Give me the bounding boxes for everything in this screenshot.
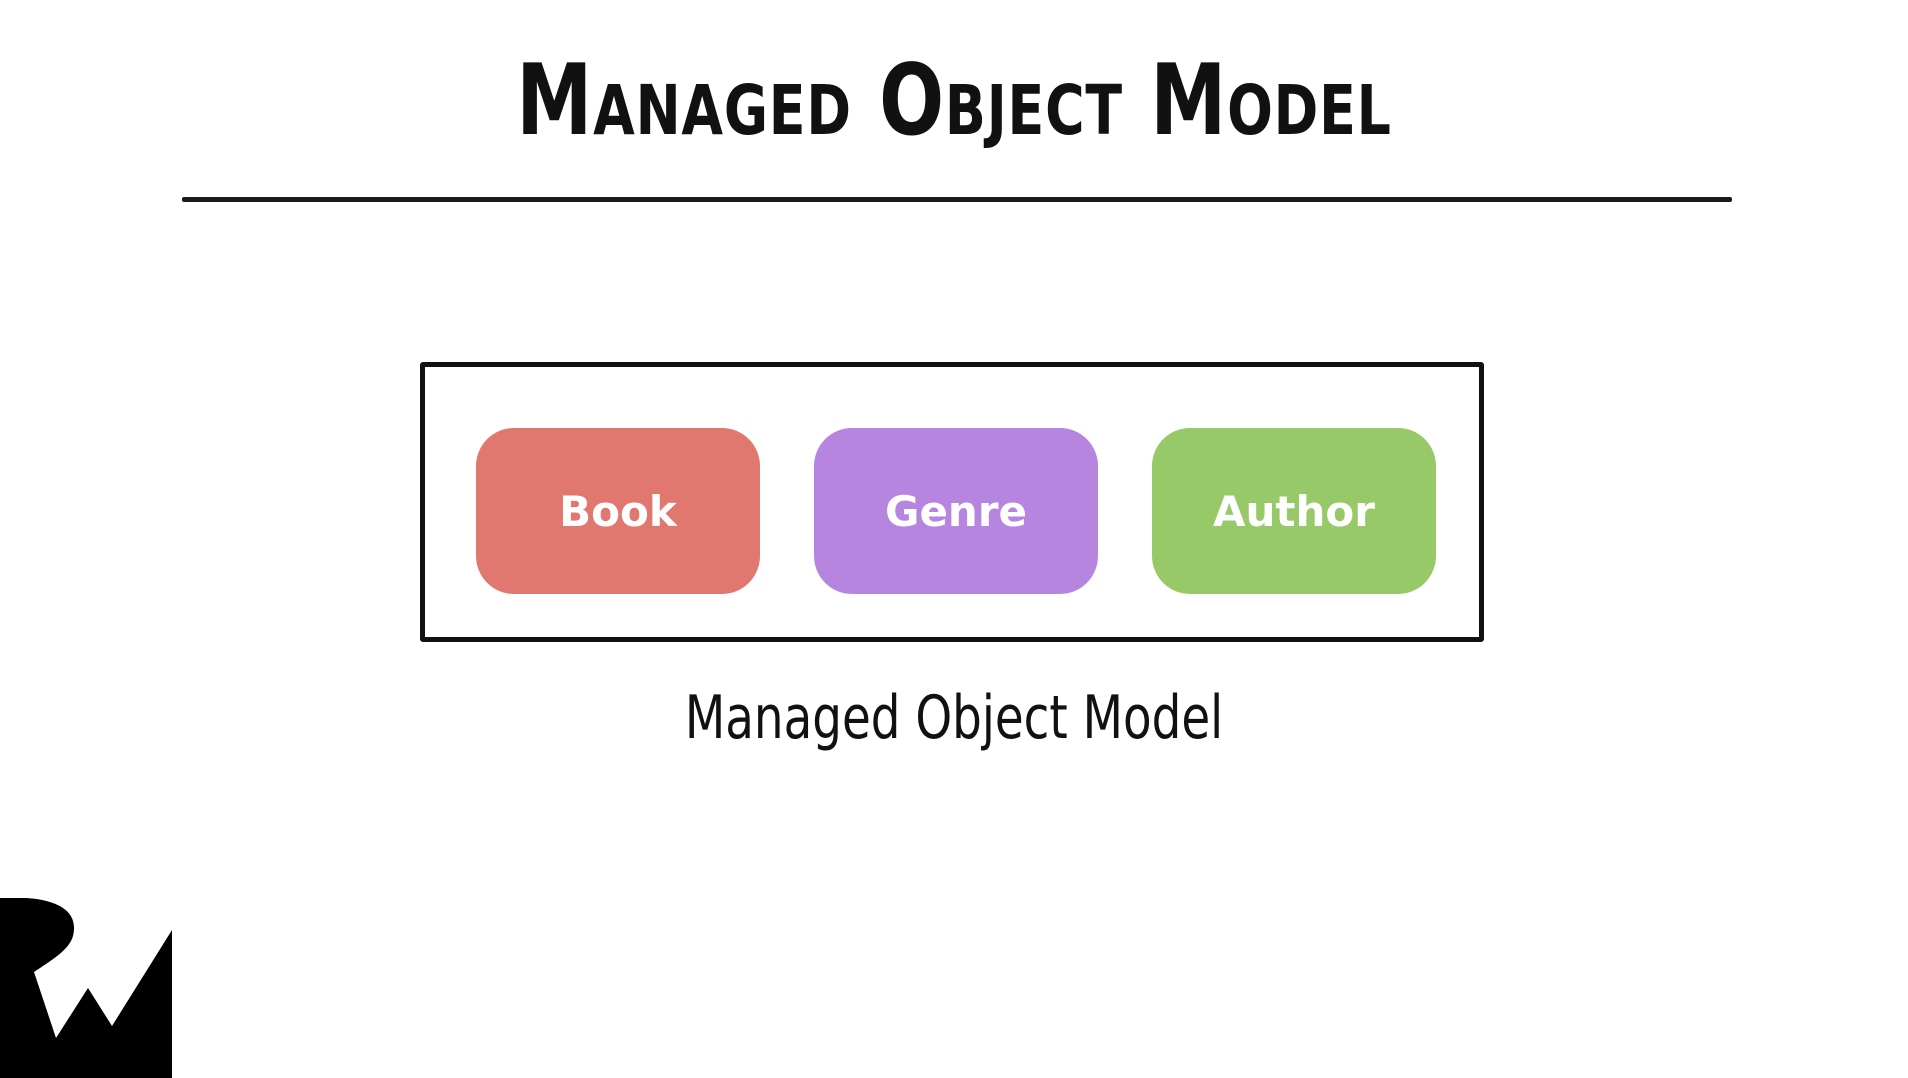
entity-book: Book <box>476 428 760 594</box>
page-title: Managed Object Model <box>516 44 1392 158</box>
entity-author: Author <box>1152 428 1436 594</box>
managed-object-model-box <box>420 362 1484 642</box>
entity-genre: Genre <box>814 428 1098 594</box>
container-caption: Managed Object Model <box>684 683 1224 753</box>
title-divider <box>182 197 1732 202</box>
rw-logo-icon <box>0 898 172 1078</box>
entity-label: Genre <box>884 486 1028 536</box>
entity-label: Author <box>1213 486 1375 536</box>
entity-label: Book <box>559 486 677 536</box>
rw-logo-shape <box>0 898 172 1078</box>
